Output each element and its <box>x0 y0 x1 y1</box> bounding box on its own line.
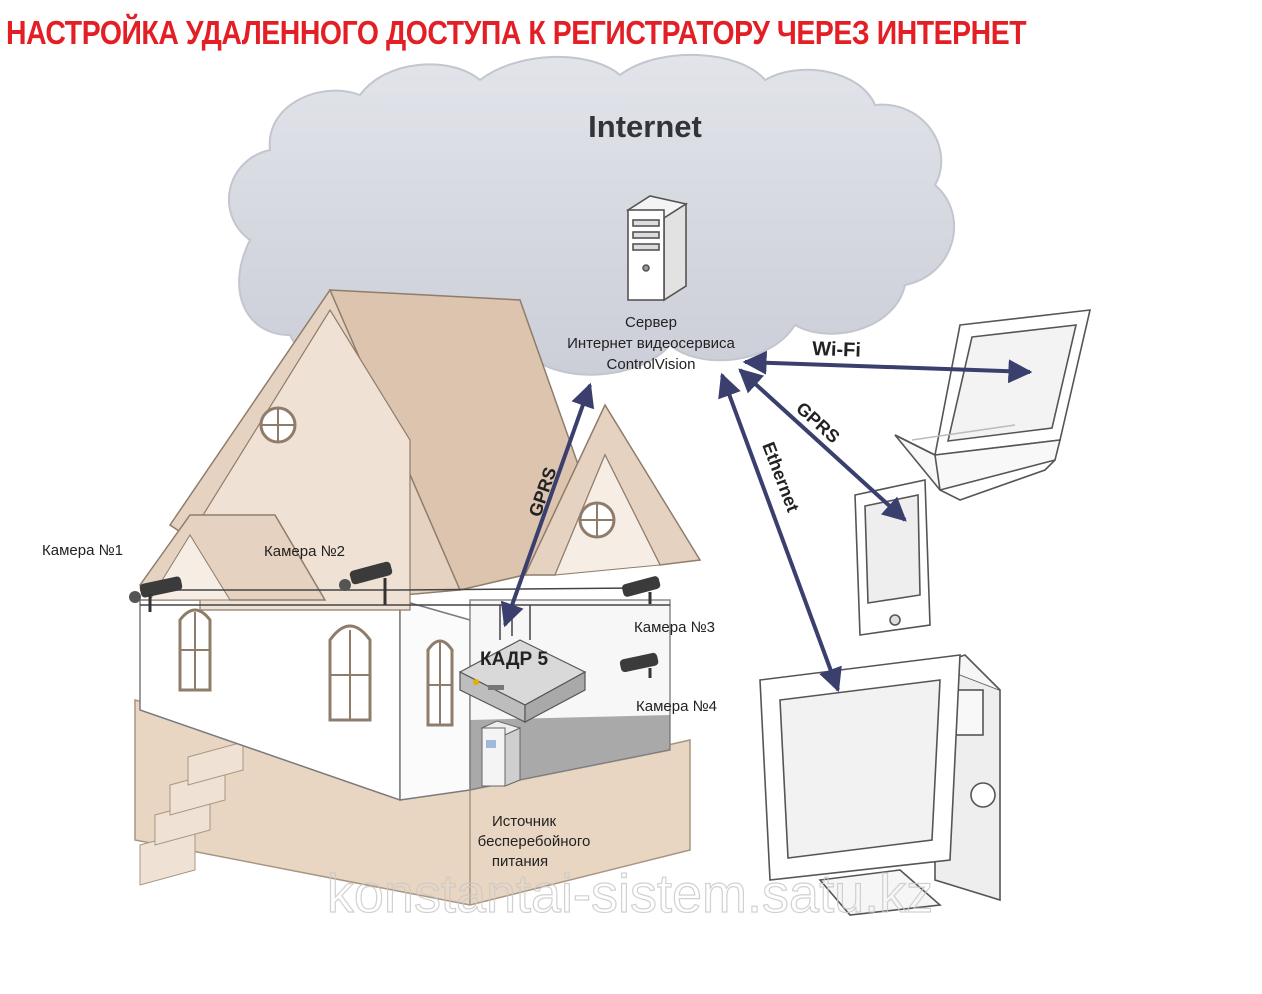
server-icon <box>625 195 689 302</box>
gprs-house-arrow <box>500 382 595 628</box>
ups-caption: Источник бесперебойного питания <box>478 813 591 870</box>
wifi-label: Wi-Fi <box>812 338 861 362</box>
phone-icon <box>854 479 931 636</box>
camera-1-icon <box>129 576 183 612</box>
ups-icon <box>480 720 522 787</box>
ethernet-arrow <box>718 372 842 693</box>
camera-2-icon <box>339 561 393 605</box>
camera-labels: Камера №1 Камера №2 Камера №3 Камера №4 <box>42 542 717 715</box>
recorder-device-icon <box>458 605 587 723</box>
server-caption-line1: Сервер <box>625 314 677 331</box>
server-caption: Сервер Интернет видеосервиса ControlVisi… <box>567 314 735 373</box>
ups-caption-line1: Источник <box>492 813 556 830</box>
ups-caption-line3: питания <box>492 853 548 870</box>
laptop-icon <box>894 309 1092 501</box>
internet-label: Internet <box>588 109 702 144</box>
camera-4-icon <box>619 652 659 678</box>
ethernet-label: Ethernet <box>758 439 803 514</box>
link-arrows <box>500 350 1033 693</box>
ups-caption-line2: бесперебойного <box>478 833 591 850</box>
camera-3-label: Камера №3 <box>634 619 715 636</box>
server-caption-line3: ControlVision <box>607 356 696 373</box>
camera-3-icon <box>621 576 661 604</box>
wifi-arrow <box>742 350 1033 384</box>
page-title: НАСТРОЙКА УДАЛЕННОГО ДОСТУПА К РЕГИСТРАТ… <box>6 14 1027 51</box>
camera-4-label: Камера №4 <box>636 698 717 715</box>
watermark-text: konstantai-sistem.satu.kz <box>327 864 933 924</box>
camera-2-label: Камера №2 <box>264 543 345 560</box>
desktop-computer-icon <box>759 654 1001 916</box>
camera-1-label: Камера №1 <box>42 542 123 559</box>
house-illustration <box>134 288 702 906</box>
server-caption-line2: Интернет видеосервиса <box>567 335 735 352</box>
recorder-label: КАДР 5 <box>480 649 549 670</box>
